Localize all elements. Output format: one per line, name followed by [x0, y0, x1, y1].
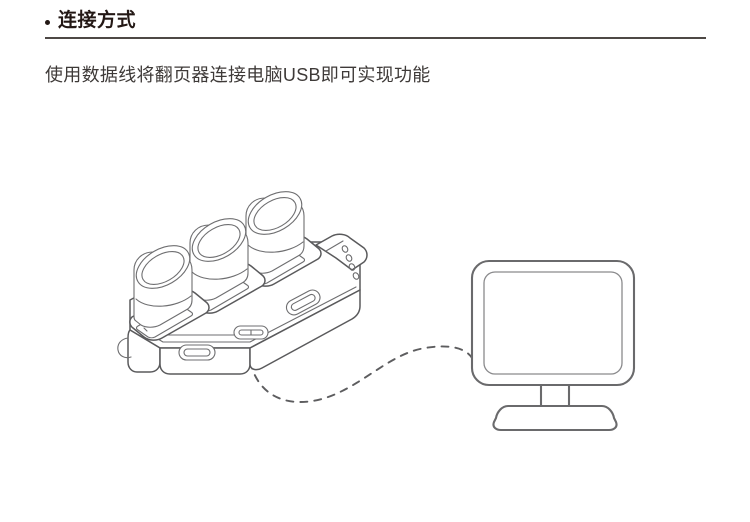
connection-diagram-svg — [117, 191, 636, 432]
charging-dock-illustration — [117, 191, 368, 375]
header-divider — [45, 37, 706, 39]
monitor-illustration — [470, 259, 636, 432]
dock-back-lip — [315, 233, 368, 271]
usb-port-left — [178, 344, 216, 361]
page-title: 连接方式 — [58, 10, 137, 31]
led-indicator-group — [341, 245, 360, 280]
presenter-device-3 — [245, 191, 305, 274]
monitor-neck — [539, 383, 571, 408]
presenter-device-2 — [189, 218, 249, 301]
instruction-text: 使用数据线将翻页器连接电脑USB即可实现功能 — [45, 65, 431, 85]
presenter-device-1 — [133, 245, 193, 328]
usb-port-center — [233, 325, 269, 340]
monitor-screen — [483, 271, 623, 375]
usb-port-right — [285, 289, 321, 316]
connection-diagram — [0, 150, 750, 460]
section-header: 连接方式 — [45, 8, 710, 42]
section-title-row: 连接方式 — [45, 8, 710, 34]
monitor-base — [492, 404, 618, 432]
dock-side-knob — [117, 337, 132, 359]
usb-cable-dashed-path — [248, 333, 473, 403]
bullet-point-icon — [45, 19, 50, 25]
